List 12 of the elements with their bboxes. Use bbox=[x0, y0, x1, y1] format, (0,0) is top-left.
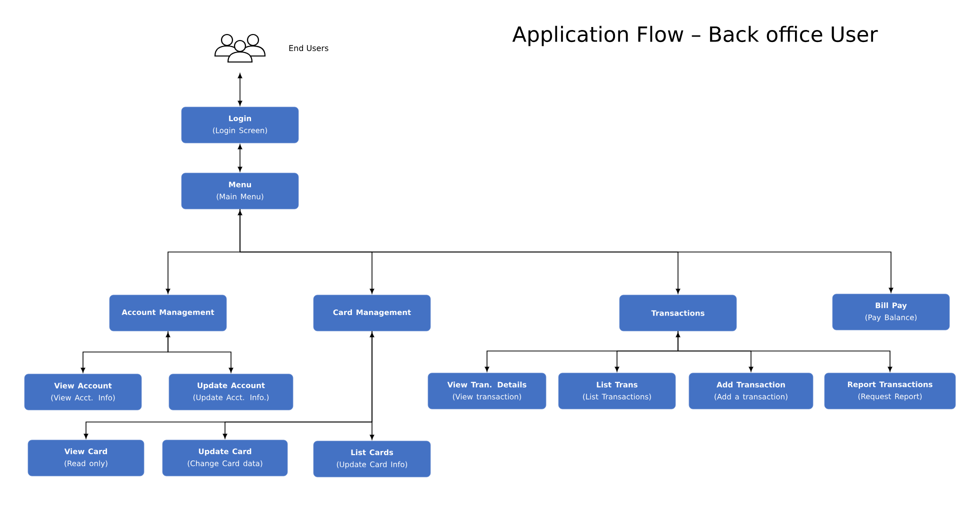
arrow bbox=[370, 330, 374, 440]
arrow bbox=[166, 210, 242, 294]
node-caption: End Users bbox=[289, 44, 328, 52]
arrow bbox=[84, 332, 374, 439]
arrow bbox=[484, 332, 680, 372]
arrow bbox=[678, 330, 892, 372]
arrow bbox=[238, 73, 242, 106]
arrow bbox=[240, 208, 894, 293]
arrow bbox=[168, 330, 234, 373]
arrow bbox=[80, 332, 170, 373]
arrow bbox=[238, 144, 242, 172]
title: Application Flow – Back office User bbox=[512, 26, 878, 46]
